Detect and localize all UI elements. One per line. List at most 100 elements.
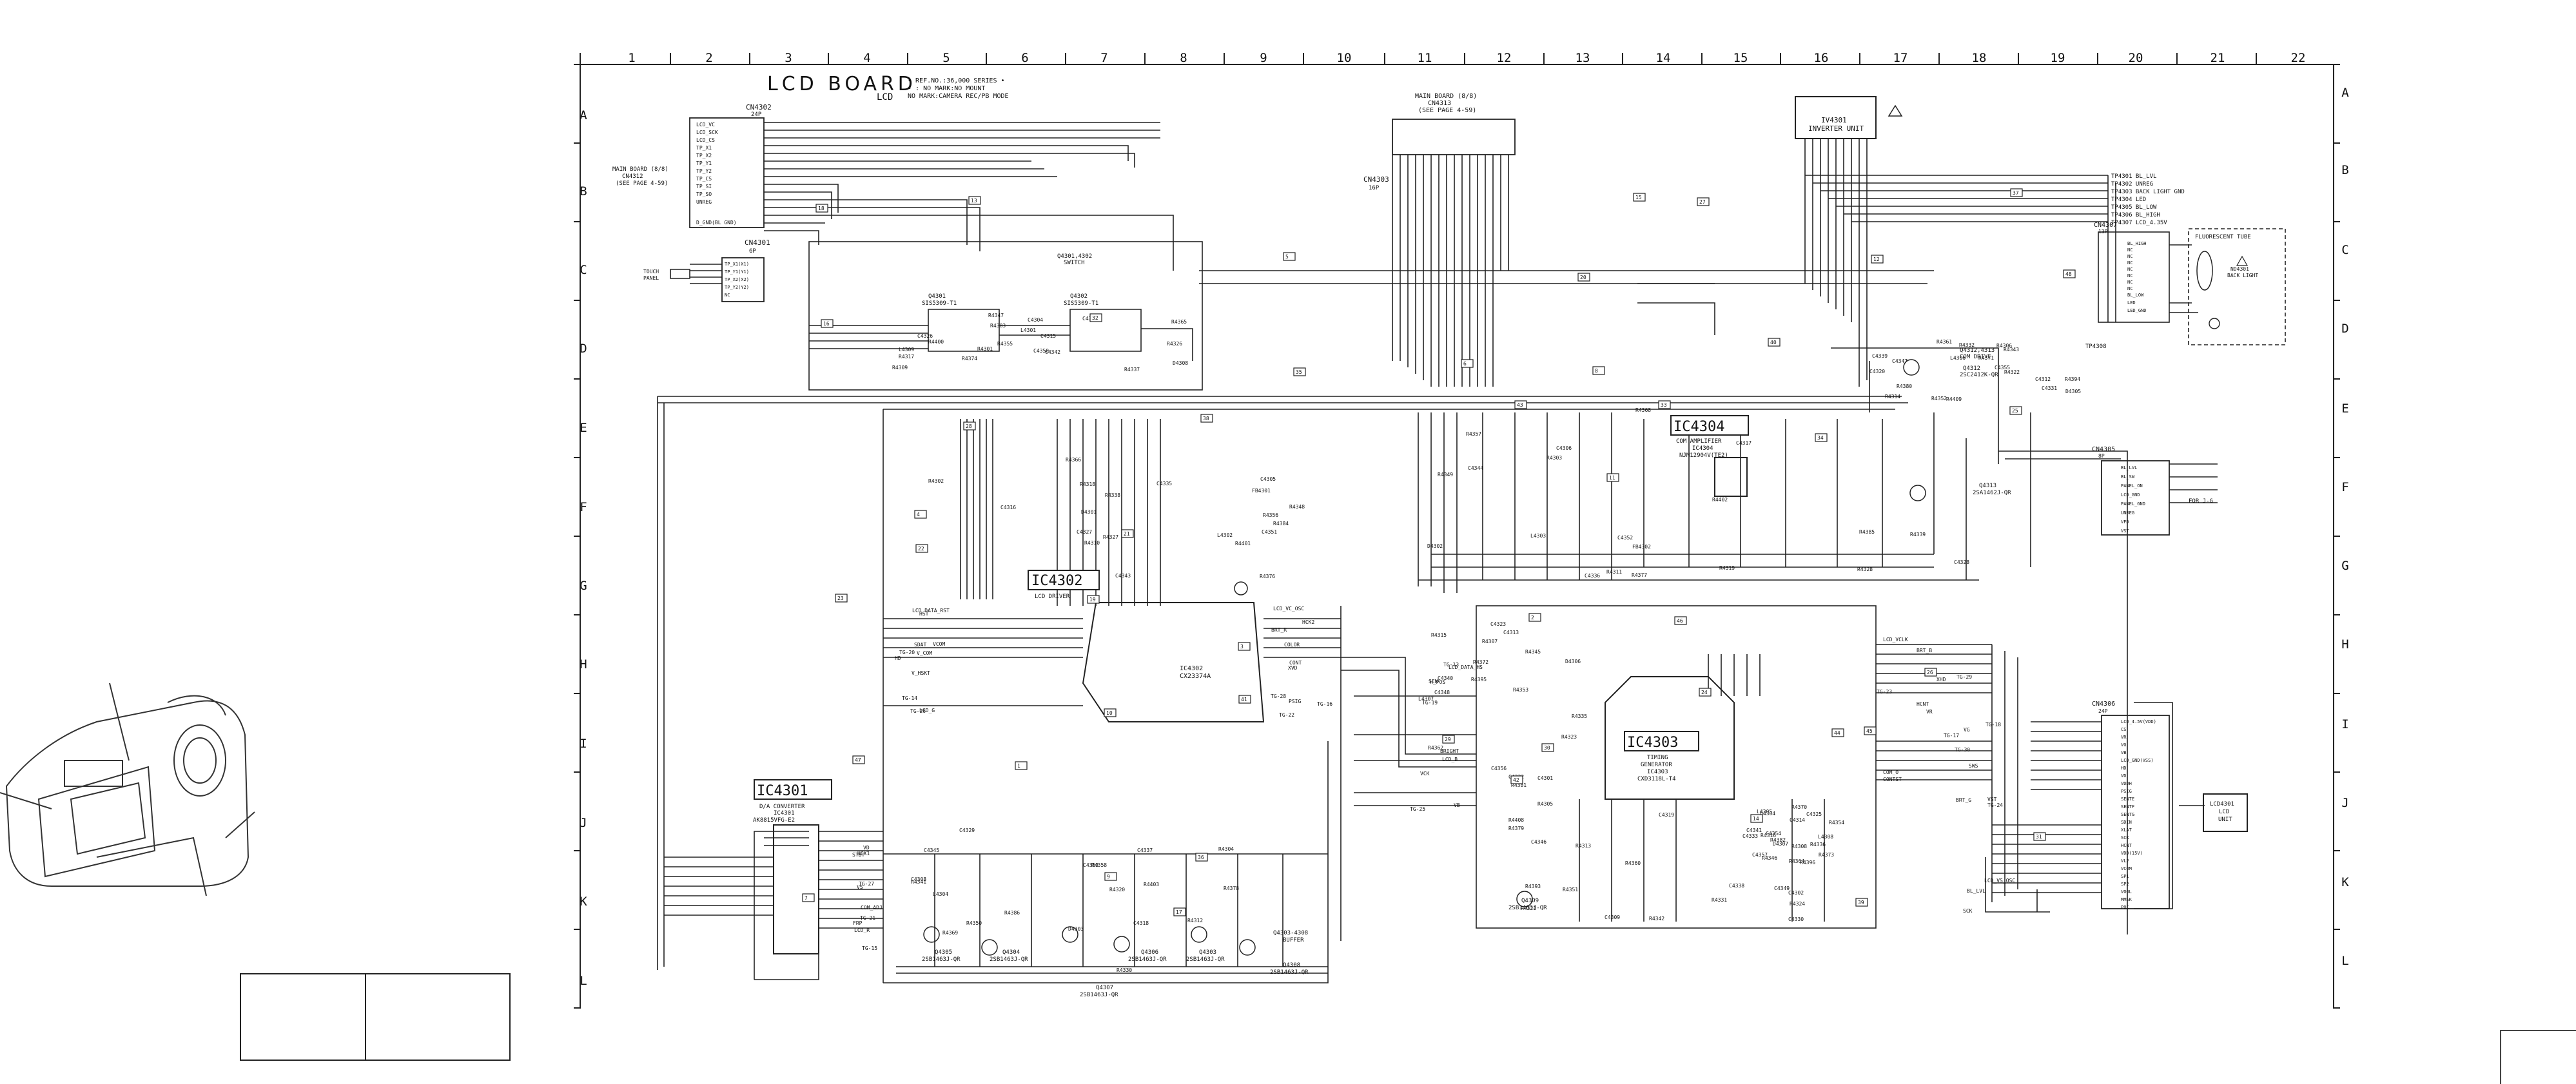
reference-marker: 28 xyxy=(963,421,976,431)
svg-text:NC: NC xyxy=(2127,247,2132,253)
svg-text:SENTF: SENTF xyxy=(2121,804,2134,809)
svg-text:24: 24 xyxy=(1701,690,1708,695)
connector-cn4305: CN4305 8P BL_LVL BL_SW PANEL_ON LCD_GND … xyxy=(2092,446,2213,536)
component-designator: R4326 xyxy=(1167,341,1182,347)
component-designator: C4343 xyxy=(1115,573,1131,579)
component-designator: R4380 xyxy=(1897,383,1912,389)
svg-text:LCD_4.5V(VDD): LCD_4.5V(VDD) xyxy=(2121,719,2156,724)
svg-text:PANEL_GND: PANEL_GND xyxy=(2121,501,2145,507)
signal-label: VD xyxy=(863,845,870,851)
signal-label: STBT xyxy=(852,852,864,858)
reference-marker: 14 xyxy=(1750,814,1763,823)
component-designator: R4327 xyxy=(1103,534,1118,540)
signal-label: V_HSKT xyxy=(912,670,930,676)
svg-text:CXD3118L-T4: CXD3118L-T4 xyxy=(1637,776,1676,782)
row-label: L xyxy=(580,974,587,988)
svg-text:COM AMPLIFIER: COM AMPLIFIER xyxy=(1676,438,1722,445)
signal-label: BRT_B xyxy=(1917,648,1932,653)
touch-panel-label: TOUCH PANEL xyxy=(643,269,659,281)
svg-text:8P: 8P xyxy=(2098,453,2105,459)
svg-text:VOOL: VOOL xyxy=(2121,889,2132,895)
svg-text:TP_X1(X1): TP_X1(X1) xyxy=(725,262,749,267)
reference-marker: 2 xyxy=(1528,613,1541,622)
component-designator: R4348 xyxy=(1289,504,1305,510)
svg-text:43: 43 xyxy=(1517,402,1523,408)
svg-text:VCOM: VCOM xyxy=(2121,866,2132,871)
col-label: 11 xyxy=(1418,51,1432,65)
column-labels: 1 2 3 4 5 6 7 8 9 10 11 12 13 14 15 16 1… xyxy=(628,51,2305,65)
col-label: 17 xyxy=(1893,51,1908,65)
col-label: 6 xyxy=(1021,51,1028,65)
svg-text:SP2: SP2 xyxy=(2121,882,2129,887)
reference-marker: 30 xyxy=(1541,743,1554,752)
row-label: E xyxy=(580,421,587,435)
connector-cn4306: CN4306 24P LCD_4.5V(VDD) CS VR VG VB LCD… xyxy=(2092,701,2170,910)
reference-marker: 39 xyxy=(1855,898,1868,907)
component-designator: C4314 xyxy=(1790,817,1805,823)
ic4301: IC4301 D/A CONVERTER IC4301 AK8815VFG-E2 xyxy=(753,779,832,954)
reference-marker: 8 xyxy=(1592,366,1605,375)
component-designator: R4317 xyxy=(899,354,914,360)
row-label: G xyxy=(580,579,587,593)
svg-text:FLUORESCENT TUBE: FLUORESCENT TUBE xyxy=(2195,234,2251,240)
reference-marker: 40 xyxy=(1768,338,1781,347)
svg-text:IV4301: IV4301 xyxy=(1821,116,1847,124)
signal-label: LCD_DATA_HS xyxy=(1449,664,1483,670)
component-designator: R4322 xyxy=(2004,369,2020,375)
col-label: 18 xyxy=(1972,51,1987,65)
signal-label: XHD xyxy=(1937,677,1946,682)
signal-label: VS xyxy=(857,884,863,890)
component-designator: C4357 xyxy=(1752,852,1768,858)
component-designator: R4320 xyxy=(1109,887,1125,893)
svg-text:VD: VD xyxy=(2121,773,2126,779)
row-label: B xyxy=(580,184,587,198)
reference-marker: 11 xyxy=(1606,473,1619,482)
svg-text:3: 3 xyxy=(1240,644,1244,650)
svg-text:45: 45 xyxy=(1866,728,1873,734)
signal-label: VR xyxy=(1926,709,1933,715)
component-designator: R4370 xyxy=(1791,804,1807,810)
svg-text:1: 1 xyxy=(1017,763,1020,769)
component-designator: R4354 xyxy=(1829,820,1844,826)
component-designator: C4335 xyxy=(1156,481,1172,487)
component-designator: R4366 xyxy=(1066,457,1081,463)
signal-label: BRIGHT xyxy=(1440,748,1459,754)
svg-text:VG: VG xyxy=(2121,742,2126,748)
signal-label: COLOR xyxy=(1284,642,1300,648)
component-designator: R4332 xyxy=(1959,342,1975,348)
component-designator: C4318 xyxy=(1133,920,1149,926)
component-designator: C4351 xyxy=(1262,529,1277,535)
reference-marker: 9 xyxy=(1104,872,1117,881)
signal-labels: V_HSKTSTBTCONTCOM_OVSTVCKHSTHCK1HCK2VRVG… xyxy=(852,606,2015,951)
component-designator: R4376 xyxy=(1260,574,1275,579)
svg-text:BL_SW: BL_SW xyxy=(2121,474,2135,479)
component-designator: R4403 xyxy=(1144,882,1159,887)
connector-cn4307: CN4307 13P BL_HIGH NC NC NC NC NC NC NC … xyxy=(2094,222,2147,313)
signal-label: TG-17 xyxy=(1944,733,1959,739)
signal-label: TG-26 xyxy=(910,708,926,714)
svg-text:32: 32 xyxy=(1092,315,1098,321)
component-designator: R4368 xyxy=(1635,407,1651,413)
svg-text:CN4313: CN4313 xyxy=(1428,100,1451,107)
component-designator: D4301 xyxy=(1081,509,1097,515)
svg-text:39: 39 xyxy=(1858,900,1864,905)
component-designator: R4350 xyxy=(966,920,982,926)
reference-marker: 27 xyxy=(1697,197,1710,206)
component-designator: R4381 xyxy=(1511,782,1527,788)
row-label: J xyxy=(2341,796,2348,810)
component-designator: L4303 xyxy=(1530,533,1546,539)
svg-text:PANEL: PANEL xyxy=(643,275,659,281)
component-designator: C4350 xyxy=(1033,348,1049,354)
svg-text:INVERTER UNIT: INVERTER UNIT xyxy=(1808,124,1864,133)
svg-text:BL_LVL: BL_LVL xyxy=(2121,465,2137,470)
reference-marker: 33 xyxy=(1658,400,1671,409)
signal-label: TG-13 xyxy=(1443,662,1459,668)
signal-label: TG-30 xyxy=(1955,747,1970,753)
component-designator: R4351 xyxy=(1563,887,1578,893)
svg-text:TP4301 BL_LVL: TP4301 BL_LVL xyxy=(2111,173,2156,180)
reference-markers: 1234567891011121314151617181920212223242… xyxy=(802,188,2076,916)
signal-label: HCNT xyxy=(1917,701,1929,707)
component-designator: C4338 xyxy=(1729,883,1744,889)
svg-text:2: 2 xyxy=(1531,615,1534,621)
component-designator: C4306 xyxy=(1556,445,1572,451)
